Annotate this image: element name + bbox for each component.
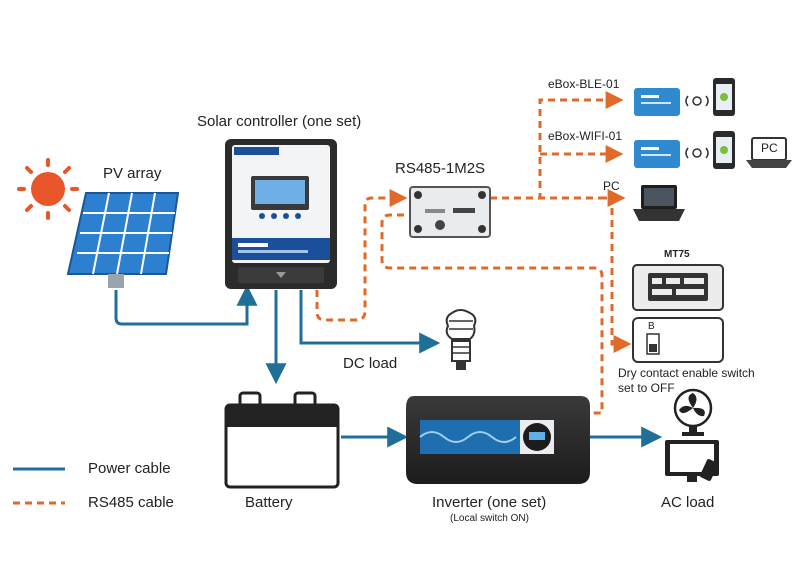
power-cables	[114, 284, 663, 448]
pc-label: PC	[603, 179, 620, 193]
pc-laptop-device	[633, 185, 685, 221]
dc-load-label: DC load	[343, 355, 398, 372]
rs485-module-device	[409, 186, 491, 238]
ac-load-label: AC load	[661, 494, 715, 511]
wifi-signal-icon	[685, 147, 709, 159]
legend	[13, 467, 65, 505]
mt75-label: MT75	[664, 249, 690, 260]
rs485-to-ebox-ble-cable	[490, 91, 624, 200]
solar-controller-label: Solar controller (one set)	[197, 113, 362, 130]
sun-icon	[17, 158, 79, 220]
tv-icon	[665, 440, 719, 482]
battery-label: Battery	[245, 494, 293, 511]
legend-rs485-cable-label: RS485 cable	[88, 494, 174, 511]
inverter-note-label: (Local switch ON)	[450, 513, 529, 524]
rs485-to-mt75-cable	[490, 196, 632, 353]
mt75-display-device	[632, 264, 724, 311]
dry-contact-label-line1: Dry contact enable switch	[618, 366, 755, 380]
controller-to-dcload-cable	[299, 290, 441, 354]
pv-to-controller-cable	[114, 284, 258, 326]
rs485-to-inverter-cable	[380, 213, 604, 415]
inverter-label: Inverter (one set)	[432, 494, 547, 511]
dry-contact-switch-label: B	[648, 321, 655, 332]
ebox-wifi-device	[634, 131, 792, 169]
inverter-device	[406, 396, 590, 484]
pv-array-panel	[66, 192, 180, 288]
ebox-ble-device	[634, 78, 735, 116]
bluetooth-signal-icon	[685, 95, 709, 107]
dry-contact-switch-device	[632, 317, 724, 363]
dc-load-bulb-icon	[445, 309, 477, 370]
pv-array-label: PV array	[103, 165, 162, 182]
pc-tablet-label: PC	[761, 141, 778, 155]
solar-controller-device	[225, 139, 337, 289]
rs485-module-label: RS485-1M2S	[395, 160, 486, 177]
fan-icon	[673, 388, 713, 436]
legend-power-cable-label: Power cable	[88, 460, 171, 477]
dry-contact-label-line2: set to OFF	[618, 381, 675, 395]
rs485-cables	[315, 91, 632, 415]
battery-icon	[224, 391, 340, 489]
ebox-wifi-label: eBox-WIFI-01	[548, 129, 623, 143]
controller-to-rs485-cable	[315, 189, 408, 322]
ebox-ble-label: eBox-BLE-01	[548, 77, 620, 91]
